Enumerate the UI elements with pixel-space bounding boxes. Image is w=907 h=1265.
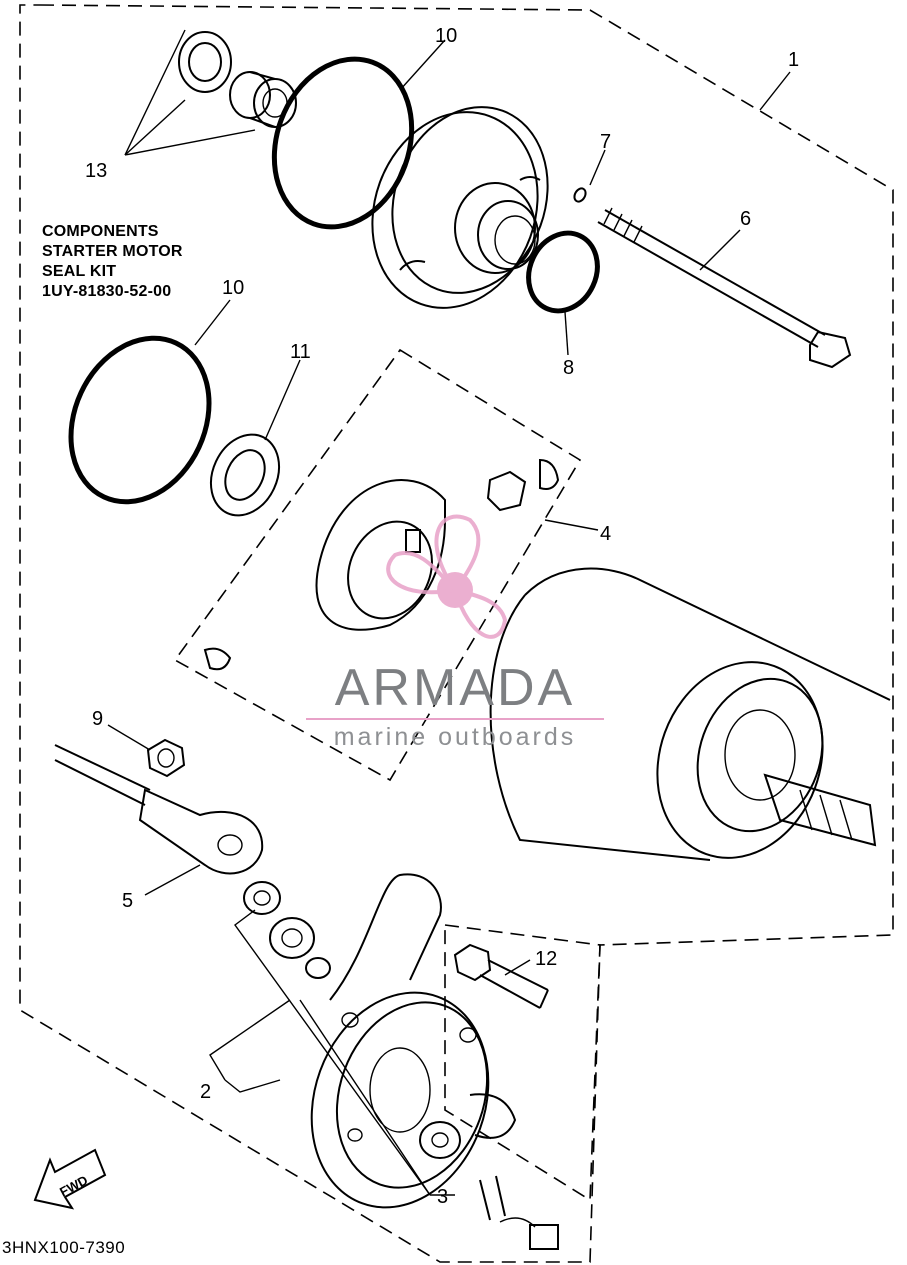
o-ring-8 [526,230,600,314]
o-ring-upper [271,56,415,230]
brush-plate [315,479,446,631]
brand-tagline: marine outboards [333,723,577,751]
fwd-arrow: FWD [33,1148,107,1210]
callout-9: 9 [92,708,103,730]
fwd-label: FWD [57,1172,90,1199]
oil-seal [178,31,232,93]
callout-10-top: 10 [435,25,457,47]
callout-6: 6 [740,208,751,230]
brand-name: ARMADA [334,659,576,717]
yoke-body [489,567,891,861]
seal-kit-note: COMPONENTS STARTER MOTOR SEAL KIT 1UY-81… [42,222,183,302]
note-line-4: 1UY-81830-52-00 [42,283,172,300]
washers-3 [243,881,331,979]
drawing-code: 3HNX100-7390 [2,1238,126,1257]
callout-1: 1 [788,49,799,71]
callout-13: 13 [85,160,107,182]
note-line-3: SEAL KIT [42,263,117,280]
callout-11: 11 [290,341,311,363]
bolt-12 [453,943,549,1009]
lead-wire [54,744,264,875]
note-line-2: STARTER MOTOR [42,243,183,260]
callout-5: 5 [122,890,133,912]
through-bolt [597,207,852,369]
armada-propeller-logo [386,514,508,639]
small-o-ring-7 [573,187,587,203]
note-line-1: COMPONENTS [42,223,159,240]
washer-11 [209,433,281,517]
leader-lines [107,29,791,1196]
callout-4: 4 [600,523,611,545]
nut-9 [146,738,186,778]
armada-watermark: ARMADA marine outboards [300,660,610,752]
bolt-box-boundary [444,924,601,1202]
callout-12: 12 [535,948,557,970]
brand-divider [306,718,604,720]
front-cover [371,106,549,309]
needle-bearing [229,71,297,128]
brush-assembly-boundary [173,348,582,782]
terminal-bolt [479,1175,559,1250]
callout-2: 2 [200,1081,211,1103]
o-ring-lower [68,335,212,505]
callout-10-left: 10 [222,277,244,299]
callout-8: 8 [563,357,574,379]
brush-block [203,458,560,671]
callout-7: 7 [600,131,611,153]
callout-3: 3 [437,1186,448,1208]
rear-cover [310,873,517,1209]
assembly-boundary [19,4,894,1263]
